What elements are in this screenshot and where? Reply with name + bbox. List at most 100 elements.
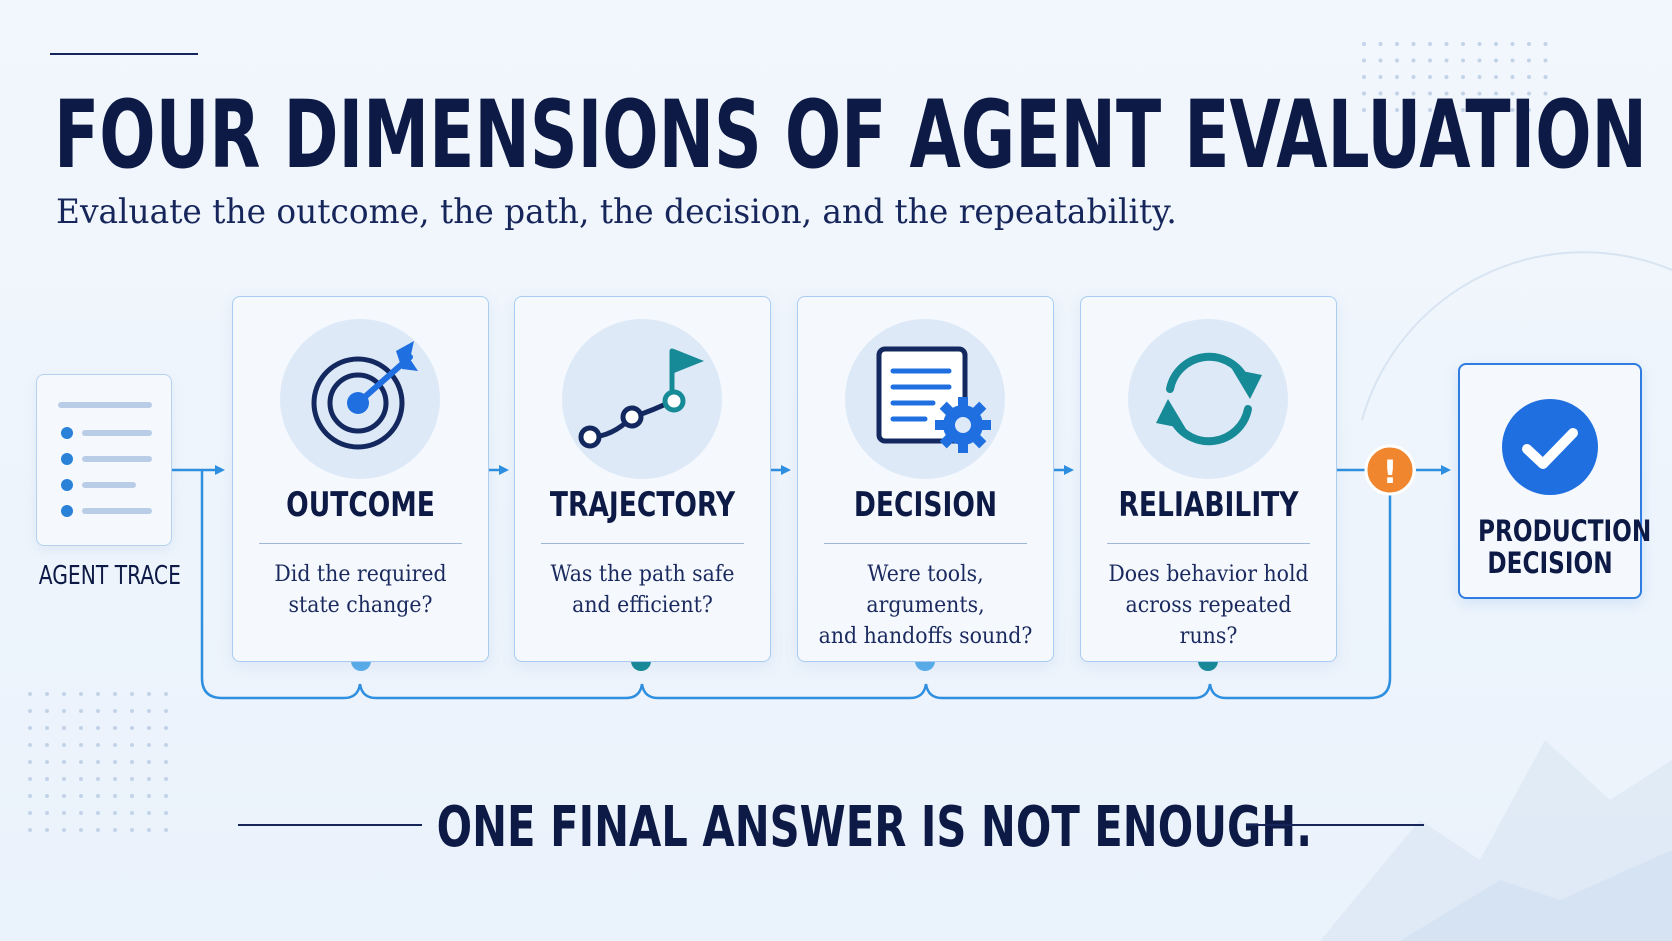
card-divider (259, 543, 462, 544)
decor-dot (96, 760, 100, 764)
decor-dot (147, 692, 151, 696)
decor-dot (45, 726, 49, 730)
decor-dot (113, 777, 117, 781)
decor-dot (1477, 42, 1482, 46)
decor-dot (1362, 58, 1366, 63)
decor-dot (147, 743, 151, 747)
decor-dot (62, 828, 66, 832)
decor-dot (1411, 108, 1416, 112)
decor-dot (1378, 58, 1383, 63)
decor-dot (45, 828, 49, 832)
decor-dot (79, 692, 83, 696)
card-question: Were tools, arguments, and handoffs soun… (818, 562, 1033, 649)
cycle-arrows-icon (1156, 352, 1262, 446)
decor-dot (113, 743, 117, 747)
decor-dot (1444, 42, 1449, 46)
document-list-icon (58, 402, 152, 517)
decor-dot (79, 726, 83, 730)
decor-dot (147, 760, 151, 764)
decor-dot (45, 709, 49, 713)
decor-dot (1378, 108, 1383, 112)
decor-dot (113, 811, 117, 815)
decor-dot (62, 692, 66, 696)
decor-dot (1411, 42, 1416, 46)
card-title: DECISION (853, 485, 998, 525)
decor-dot (147, 828, 151, 832)
decor-dot (113, 760, 117, 764)
decor-dot (79, 709, 83, 713)
decor-dot (1543, 91, 1548, 96)
decor-dot (164, 828, 168, 832)
decor-dot (62, 760, 66, 764)
decor-dot (1444, 108, 1449, 112)
decor-dot (45, 794, 49, 798)
decor-dot (79, 760, 83, 764)
dimension-card-reliability: RELIABILITY Does behavior hold across re… (1080, 296, 1337, 662)
decor-dot (1362, 42, 1366, 46)
icon-circle (562, 319, 722, 479)
agent-trace-label: AGENT TRACE (38, 561, 181, 591)
dimension-card-outcome: OUTCOME Did the required state change? (232, 296, 489, 662)
decor-dot (1395, 91, 1399, 96)
card-divider (1107, 543, 1310, 544)
card-title: TRAJECTORY (549, 485, 736, 525)
decor-dot (62, 726, 66, 730)
decor-dot (113, 709, 117, 713)
decor-dot (96, 794, 100, 798)
decor-dot (1362, 108, 1366, 112)
warning-icon (1364, 444, 1416, 496)
decor-dot (130, 726, 134, 730)
decor-dot (79, 828, 83, 832)
card-question: Was the path safe and efficient? (550, 562, 735, 618)
page-subtitle: Evaluate the outcome, the path, the deci… (56, 192, 1177, 232)
decor-dot (1428, 58, 1432, 63)
tagline-rule-left (238, 824, 422, 826)
decor-dot (164, 726, 168, 730)
decor-dot (130, 794, 134, 798)
decor-dot (113, 828, 117, 832)
decor-dot (28, 743, 32, 747)
decor-dot (1461, 58, 1465, 63)
decor-dot (130, 828, 134, 832)
dot-grid-top-right (1362, 42, 1548, 112)
decor-dot (79, 794, 83, 798)
decor-dot (1494, 42, 1498, 46)
decor-dot (1510, 58, 1515, 63)
check-circle-icon (1502, 399, 1598, 495)
dot-grid-bottom-left (28, 692, 168, 832)
decor-dot (147, 726, 151, 730)
decor-dot (1527, 58, 1531, 63)
decor-dot (1494, 75, 1498, 79)
decor-dot (45, 760, 49, 764)
target-icon (311, 341, 418, 450)
decor-dot (1543, 75, 1548, 79)
decor-dot (1411, 75, 1416, 79)
decor-dot (45, 743, 49, 747)
decor-dot (45, 777, 49, 781)
decor-dot (130, 777, 134, 781)
decor-dot (147, 777, 151, 781)
decor-dot (164, 692, 168, 696)
decor-dot (164, 794, 168, 798)
icon-circle (280, 319, 440, 479)
decor-dot (1395, 108, 1399, 112)
dimension-card-decision: DECISION Were tools, arguments, and hand… (797, 296, 1054, 662)
dimension-card-trajectory: TRAJECTORY Was the path safe and efficie… (514, 296, 771, 662)
decor-dot (147, 811, 151, 815)
decor-dot (1378, 75, 1383, 79)
decor-dot (62, 743, 66, 747)
decor-dot (1510, 75, 1515, 79)
tagline: ONE FINAL ANSWER IS NOT ENOUGH. (436, 795, 1313, 860)
decor-dot (113, 726, 117, 730)
decor-dot (147, 794, 151, 798)
decor-dot (96, 828, 100, 832)
decor-dot (45, 811, 49, 815)
decor-dot (1411, 91, 1416, 96)
decor-dot (96, 709, 100, 713)
decor-dot (113, 692, 117, 696)
decor-dot (1527, 108, 1531, 112)
decor-dot (1477, 58, 1482, 63)
decor-dot (96, 811, 100, 815)
decor-dot (1527, 75, 1531, 79)
decor-dot (28, 828, 32, 832)
